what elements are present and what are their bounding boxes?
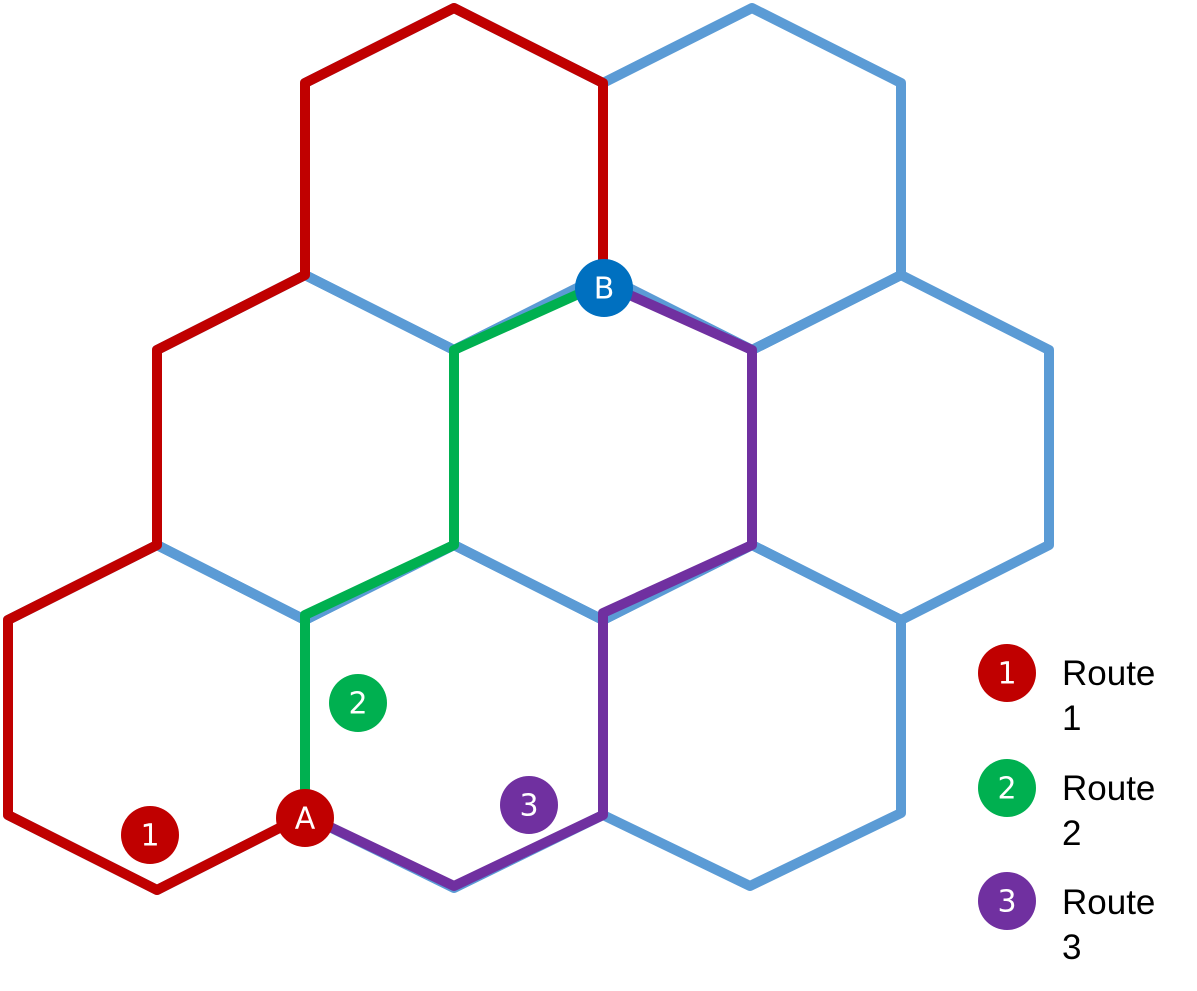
legend-label-line-2: 3 <box>1062 928 1081 967</box>
route-3-marker-label: 3 <box>519 789 538 824</box>
legend-label-line-2: 2 <box>1062 814 1081 853</box>
legend: 1 Route 1 2 Route 2 3 Route 3 <box>978 644 1155 967</box>
legend-badge-label-3: 3 <box>997 885 1016 920</box>
hex-grid <box>3 3 1054 895</box>
legend-badge-route-1 <box>978 644 1036 702</box>
legend-badge-label-1: 1 <box>997 657 1016 692</box>
point-a-node: A <box>276 789 334 847</box>
legend-item-route-2: 2 Route 2 <box>978 759 1155 853</box>
legend-item-route-1: 1 Route 1 <box>978 644 1155 738</box>
route-1-marker-label: 1 <box>140 819 159 854</box>
legend-item-route-3: 3 Route 3 <box>978 872 1155 967</box>
legend-badge-route-3 <box>978 872 1036 930</box>
route-1-marker: 1 <box>121 806 179 864</box>
route-2-marker-label: 2 <box>348 687 367 722</box>
legend-badge-route-2 <box>978 759 1036 817</box>
route-2-marker: 2 <box>329 674 387 732</box>
legend-label-line-1: Route <box>1062 883 1155 922</box>
route-3-path <box>302 278 757 891</box>
legend-label-line-2: 1 <box>1062 699 1081 738</box>
legend-badge-label-2: 2 <box>997 772 1016 807</box>
point-a-label: A <box>295 802 316 837</box>
legend-label-line-1: Route <box>1062 654 1155 693</box>
point-b-node: B <box>575 259 633 317</box>
point-b-label: B <box>594 272 615 307</box>
legend-label-line-1: Route <box>1062 769 1155 808</box>
route-1-path <box>3 3 608 895</box>
route-3-marker: 3 <box>500 776 558 834</box>
route-2-path <box>300 278 606 815</box>
